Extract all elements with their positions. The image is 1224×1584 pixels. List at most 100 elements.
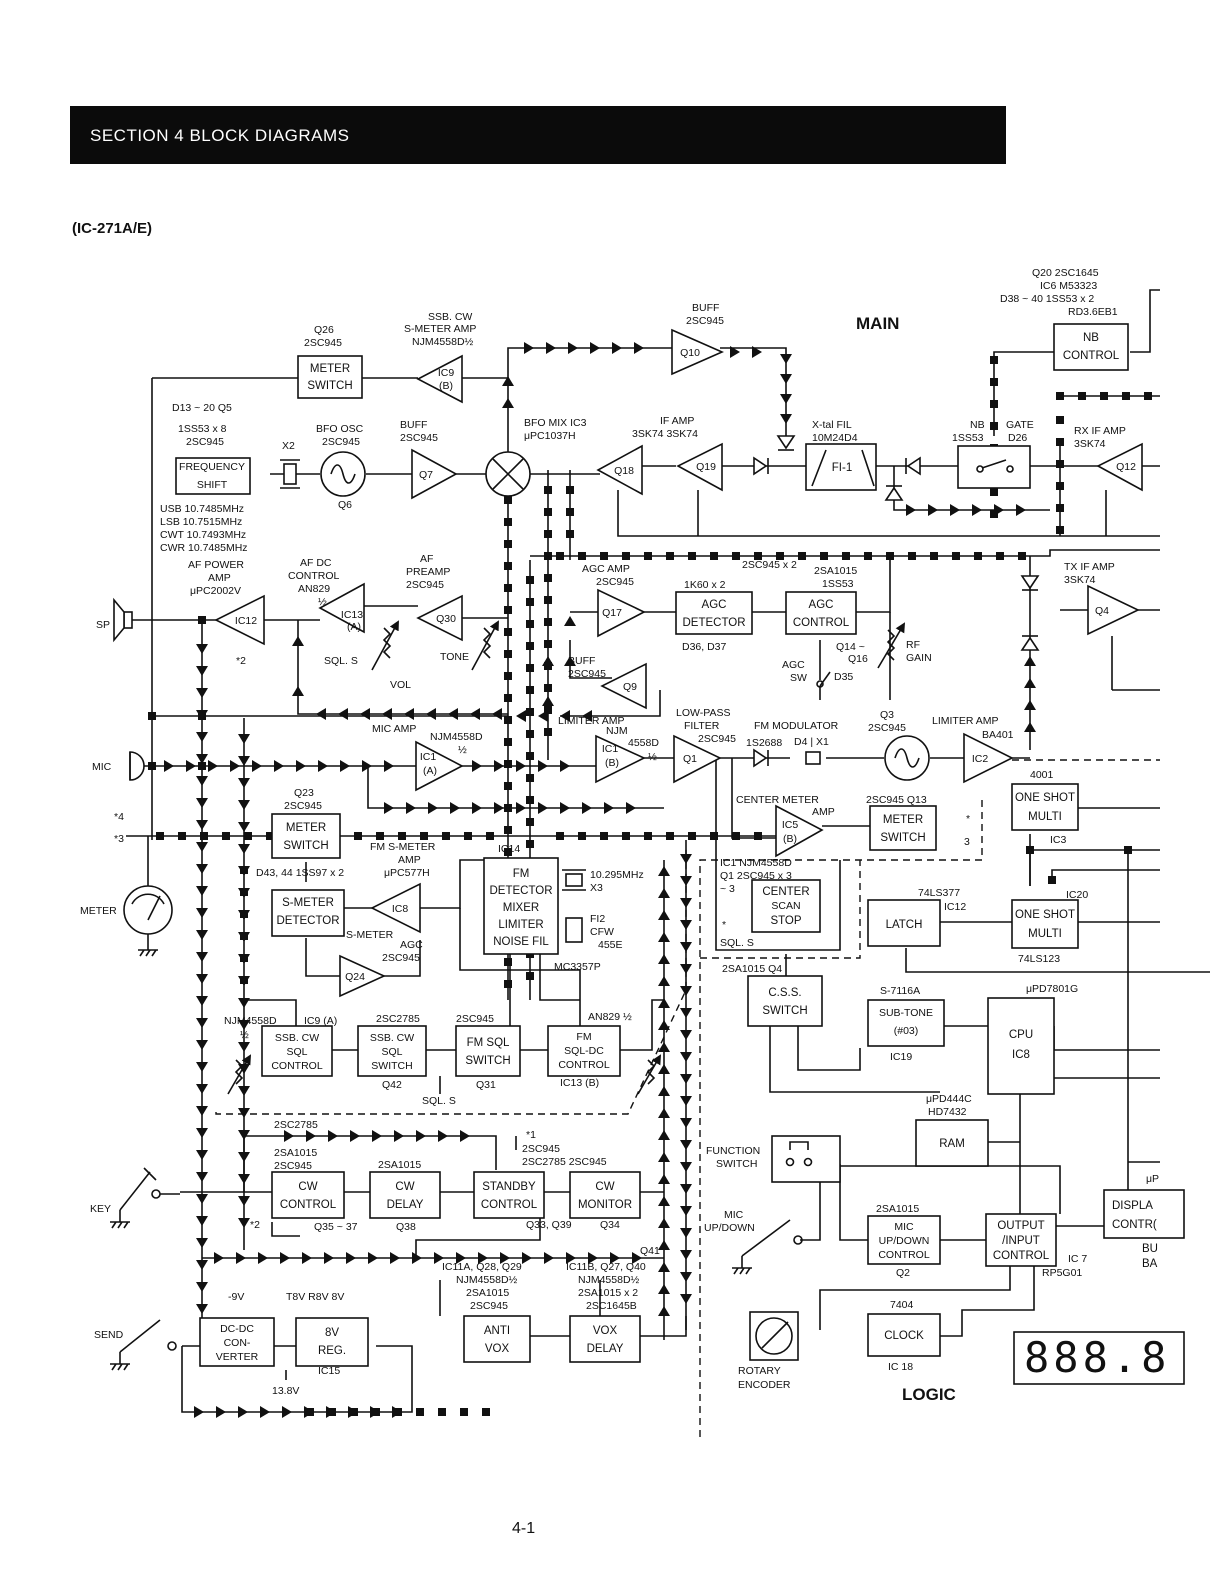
label-pd7801: μPD7801G (1026, 983, 1078, 995)
label-v138: 13.8V (272, 1385, 299, 1397)
mixer-ic3 (485, 451, 531, 497)
bus-node (688, 832, 696, 840)
svg-text:CW: CW (595, 1181, 614, 1193)
bus-node (526, 664, 534, 672)
svg-text:NB: NB (1083, 332, 1099, 344)
bus-node (666, 832, 674, 840)
arrow-d (680, 1294, 692, 1304)
amp-ic1a: IC1 (A) (415, 740, 464, 792)
arrow-d (238, 998, 250, 1008)
arrow-r (186, 760, 196, 772)
arrow-r (394, 1130, 404, 1142)
latch-block: LATCH (867, 899, 941, 947)
label-pd444: μPD444C (926, 1093, 972, 1105)
arrow-r (560, 802, 570, 814)
arrow-u (658, 998, 670, 1008)
svg-text:S-METER: S-METER (282, 897, 334, 909)
bus-node (930, 552, 938, 560)
amp-q12: Q12 (1096, 442, 1143, 492)
bus-node (504, 958, 512, 966)
arrow-d (196, 1084, 208, 1094)
arrow-r (416, 1130, 426, 1142)
region-logic: LOGIC (902, 1385, 956, 1404)
bus-node (482, 1408, 490, 1416)
bus-node (464, 832, 472, 840)
label-buff_top2: 2SC945 (686, 315, 724, 327)
svg-text:Q12: Q12 (1116, 461, 1136, 473)
noise-gate-switch (957, 445, 1031, 489)
label-send: SEND (94, 1329, 124, 1341)
arrow-d (196, 1040, 208, 1050)
bus-node (732, 832, 740, 840)
label-q23a: Q23 (294, 787, 314, 799)
agc-detector-block: AGC DETECTOR (675, 591, 753, 635)
arrow-d (196, 1194, 208, 1204)
label-ic11b3: 2SA1015 x 2 (578, 1287, 638, 1299)
svg-text:BU: BU (1142, 1243, 1158, 1255)
svg-text:DELAY: DELAY (587, 1343, 624, 1355)
label-ic12n: IC12 (944, 901, 966, 913)
bus-node (1122, 392, 1130, 400)
arrow-d (196, 754, 208, 764)
label-q1n: Q1 2SC945 x 3 (720, 870, 792, 882)
bus-node (544, 508, 552, 516)
clock-block: CLOCK (867, 1313, 941, 1357)
svg-text:LIMITER: LIMITER (498, 919, 543, 931)
arrow-d (238, 888, 250, 898)
label-k60: 1K60 x 2 (684, 579, 726, 591)
bus-node (526, 972, 534, 980)
label-half1: ½ (458, 744, 467, 756)
amp-q17: Q17 (597, 588, 646, 638)
bus-node (556, 552, 564, 560)
svg-text:SWITCH: SWITCH (283, 840, 328, 852)
arrow-r (252, 760, 262, 772)
vox-delay-block: VOX DELAY (569, 1315, 641, 1363)
bus-node (148, 762, 156, 770)
label-buff2b: 2SC945 (400, 432, 438, 444)
label-ic11a4: 2SC945 (470, 1300, 508, 1312)
label-afp2: AMP (208, 572, 231, 584)
bus-node (544, 596, 552, 604)
arrow-d (238, 756, 250, 766)
standby-control-block: STANDBY CONTROL (473, 1171, 545, 1219)
one-shot-multi-ic12: ONE SHOT MULTI (1011, 899, 1079, 949)
svg-text:CW: CW (395, 1181, 414, 1193)
model-label: (IC-271A/E) (72, 220, 153, 237)
arrow-d (680, 1184, 692, 1194)
svg-text:UP/DOWN: UP/DOWN (879, 1235, 930, 1247)
8v-regulator-block: 8V REG. (295, 1317, 369, 1367)
frequency-shift-block: FREQUENCY SHIFT (175, 457, 251, 495)
function-switch-block (771, 1135, 841, 1183)
label-buff3a: BUFF (568, 655, 595, 667)
label-centermeter2: AMP (812, 806, 835, 818)
arrow-r (928, 504, 938, 516)
label-ic3: IC3 (1050, 834, 1067, 846)
bus-node (688, 552, 696, 560)
arrow-d (680, 876, 692, 886)
dc-dc-converter-block: DC-DC CON- VERTER (199, 1317, 275, 1367)
bus-node (486, 832, 494, 840)
svg-text:SWITCH: SWITCH (880, 832, 925, 844)
bus-node (600, 552, 608, 560)
bus-node (544, 640, 552, 648)
bus-node (578, 552, 586, 560)
s-meter-detector-block: S-METER DETECTOR (271, 889, 345, 937)
svg-text:(A): (A) (423, 765, 437, 777)
bus-node (376, 832, 384, 840)
label-sc945c: 2SC945 (274, 1160, 312, 1172)
label-sa1015b: 2SA1015 (378, 1159, 421, 1171)
arrow-r (604, 802, 614, 814)
label-sa1015c: 2SA1015 (876, 1203, 919, 1215)
svg-text:(B): (B) (439, 380, 453, 392)
svg-text:Q9: Q9 (623, 681, 637, 693)
bus-node (398, 832, 406, 840)
label-bfomix1: BFO MIX IC3 (524, 417, 587, 429)
arrow-r (472, 760, 482, 772)
bus-node (504, 650, 512, 658)
arrow-d (238, 1130, 250, 1140)
label-three: 3 (964, 836, 970, 848)
arrow-d (196, 1018, 208, 1028)
svg-text:Q17: Q17 (602, 607, 622, 619)
arrow-r (472, 802, 482, 814)
svg-text:ONE SHOT: ONE SHOT (1015, 909, 1075, 921)
